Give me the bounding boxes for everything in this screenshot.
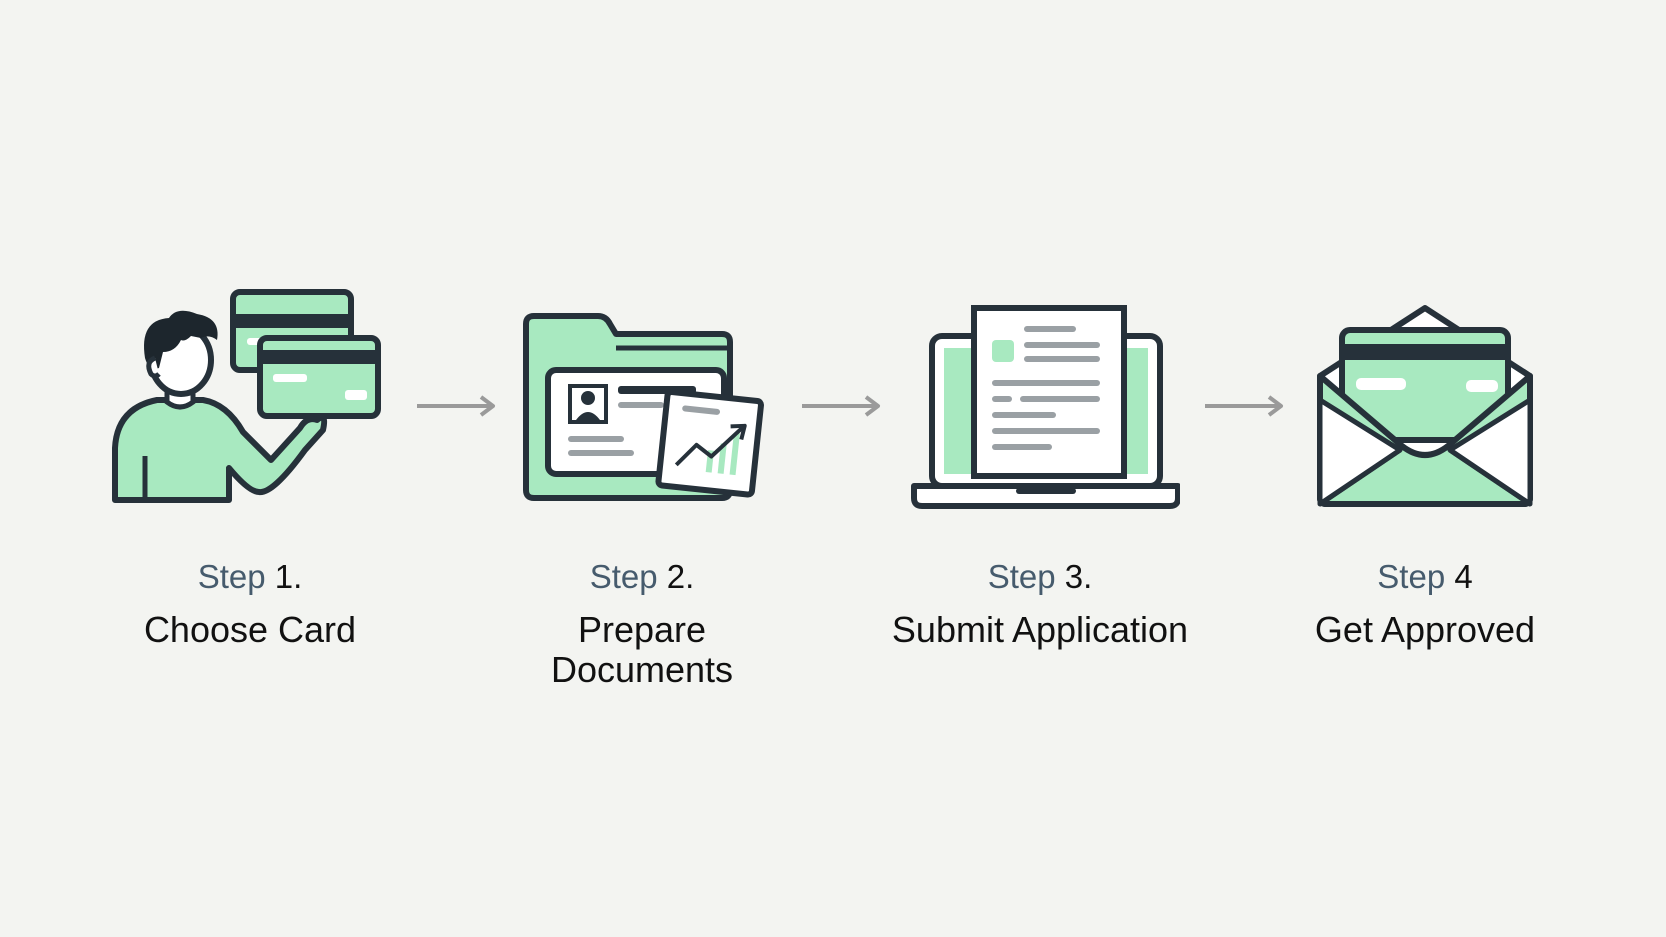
step-4-icon-area — [1245, 270, 1605, 510]
step-1-number: 1. — [274, 558, 303, 595]
envelope-card-icon — [1317, 305, 1533, 507]
step-1: Step 1. Choose Card — [70, 270, 430, 650]
step-4-number: 4 — [1454, 558, 1473, 595]
step-4-title: Get Approved — [1314, 609, 1536, 650]
step-2-number: 2. — [666, 558, 695, 595]
step-1-icon-area — [70, 270, 430, 510]
step-3-icon-area — [860, 270, 1220, 510]
person-with-cards-icon — [112, 289, 381, 503]
step-4: Step 4 Get Approved — [1245, 270, 1605, 650]
step-3-label: Step 3. — [860, 558, 1220, 596]
step-3-number: 3. — [1064, 558, 1093, 595]
arrow-right-icon — [802, 395, 880, 417]
arrow-right-icon — [1205, 395, 1283, 417]
step-1-label: Step 1. — [70, 558, 430, 596]
step-2-prefix: Step — [589, 558, 658, 595]
step-4-prefix: Step — [1377, 558, 1446, 595]
step-2-icon-area — [462, 270, 822, 510]
arrow-right-icon — [417, 395, 495, 417]
step-3-title: Submit Application — [891, 609, 1189, 650]
step-1-prefix: Step — [197, 558, 266, 595]
laptop-application-icon — [911, 305, 1180, 509]
step-1-title: Choose Card — [143, 609, 357, 650]
folder-documents-icon — [523, 313, 764, 501]
step-2-label: Step 2. — [462, 558, 822, 596]
step-2: Step 2. Prepare Documents — [462, 270, 822, 690]
step-3: Step 3. Submit Application — [860, 270, 1220, 650]
step-4-label: Step 4 — [1245, 558, 1605, 596]
step-3-prefix: Step — [987, 558, 1056, 595]
step-2-title: Prepare Documents — [550, 609, 734, 690]
